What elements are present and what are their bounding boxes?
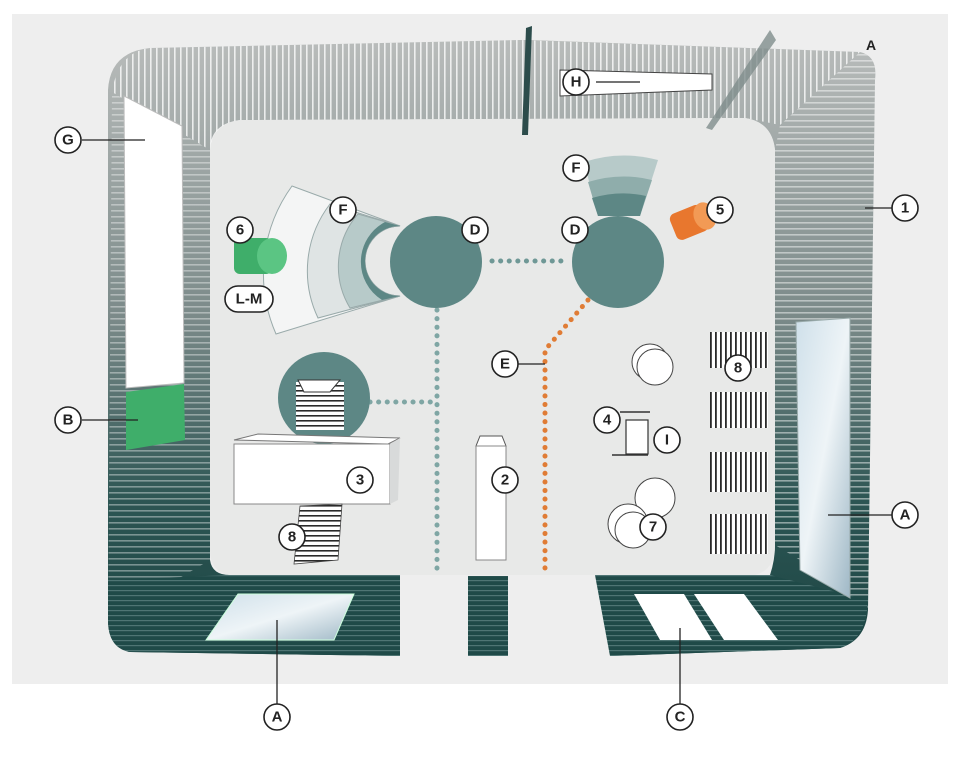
- svg-text:C: C: [675, 709, 686, 726]
- chair-seat: [625, 419, 649, 455]
- path-e-dots: [542, 297, 591, 578]
- seating-fan-right: [584, 155, 658, 216]
- label-4: 4: [593, 406, 621, 434]
- seating-fan-left: [263, 185, 401, 335]
- photo-wall-a-right: [795, 317, 851, 599]
- column-top: [475, 435, 507, 447]
- label-f-right: F: [562, 154, 590, 182]
- label-e: E: [491, 350, 519, 378]
- orange-stool: [669, 202, 717, 240]
- svg-text:H: H: [571, 74, 582, 91]
- svg-text:7: 7: [649, 519, 657, 536]
- label-g: G: [54, 126, 82, 154]
- header-sign: [522, 26, 776, 135]
- lightbox-h: [559, 69, 713, 97]
- label-b: B: [54, 406, 82, 434]
- rack-8-r4: [710, 514, 768, 554]
- svg-text:6: 6: [236, 222, 244, 239]
- rack-8-r3: [710, 452, 768, 492]
- label-a-bottom: A: [263, 703, 291, 731]
- label-2: 2: [491, 466, 519, 494]
- svg-text:B: B: [63, 412, 74, 429]
- fan-left-ring-3: [337, 213, 401, 309]
- label-7: 7: [639, 513, 667, 541]
- stool-top-b: [636, 348, 674, 386]
- reception-panel-top: [297, 379, 342, 393]
- entrance-post: [468, 576, 508, 656]
- svg-text:A: A: [900, 507, 911, 524]
- label-i: I: [653, 426, 681, 454]
- label-a-right: A: [891, 501, 919, 529]
- svg-text:E: E: [500, 356, 510, 373]
- column-body: [475, 445, 507, 561]
- table-d-left: [390, 216, 482, 308]
- label-l-m: L-M: [224, 285, 274, 313]
- wall-fin-right: [706, 30, 776, 130]
- svg-text:I: I: [665, 432, 669, 449]
- connection-dots: [367, 258, 591, 578]
- callout-labels: G H B 1 F F D D 6 L-M 5 E 8 4 I 3 2 7 8 …: [54, 68, 919, 731]
- svg-text:A: A: [272, 709, 283, 726]
- label-3: 3: [346, 466, 374, 494]
- svg-text:L-M: L-M: [236, 291, 263, 308]
- svg-text:8: 8: [288, 529, 296, 546]
- label-1: 1: [891, 194, 919, 222]
- green-screen-b: [126, 384, 185, 450]
- top-wall-slats: [112, 40, 860, 150]
- floor-mat-c-1: [634, 594, 712, 640]
- label-h: H: [562, 68, 590, 96]
- label-d-left: D: [461, 216, 489, 244]
- svg-text:D: D: [470, 222, 481, 239]
- racks-8-right: [710, 332, 768, 554]
- label-c: C: [666, 703, 694, 731]
- svg-text:D: D: [570, 222, 581, 239]
- label-5: 5: [706, 196, 734, 224]
- svg-text:4: 4: [603, 412, 612, 429]
- fan-right-ring-3: [592, 193, 646, 216]
- wall-fin-left: [522, 26, 532, 135]
- fan-left-ring-4: [360, 222, 400, 300]
- corner-label: A: [866, 37, 876, 53]
- reception-area: [278, 352, 370, 444]
- svg-text:5: 5: [716, 202, 724, 219]
- svg-text:3: 3: [356, 472, 364, 489]
- label-f-left: F: [329, 196, 357, 224]
- label-d-right: D: [561, 216, 589, 244]
- label-6: 6: [226, 216, 254, 244]
- label-8-bottom: 8: [278, 523, 306, 551]
- counter-3: [233, 433, 401, 505]
- leader-lines: [82, 81, 892, 704]
- green-stool: [234, 238, 287, 274]
- chair-4: [612, 411, 650, 456]
- svg-text:F: F: [571, 160, 580, 177]
- svg-text:F: F: [338, 202, 347, 219]
- label-8-right: 8: [724, 354, 752, 382]
- svg-text:2: 2: [501, 472, 509, 489]
- green-stool-top: [257, 238, 287, 274]
- svg-text:8: 8: [734, 360, 742, 377]
- floor-graphic-a: [205, 593, 355, 641]
- floor-mat-c-2: [694, 594, 778, 640]
- svg-text:1: 1: [901, 200, 909, 217]
- rack-8-r2: [710, 392, 768, 428]
- table-d-right: [572, 216, 664, 308]
- counter-side: [390, 438, 400, 504]
- column-2: [475, 435, 507, 561]
- graphic-wall-g: [123, 95, 185, 389]
- svg-text:G: G: [62, 132, 74, 149]
